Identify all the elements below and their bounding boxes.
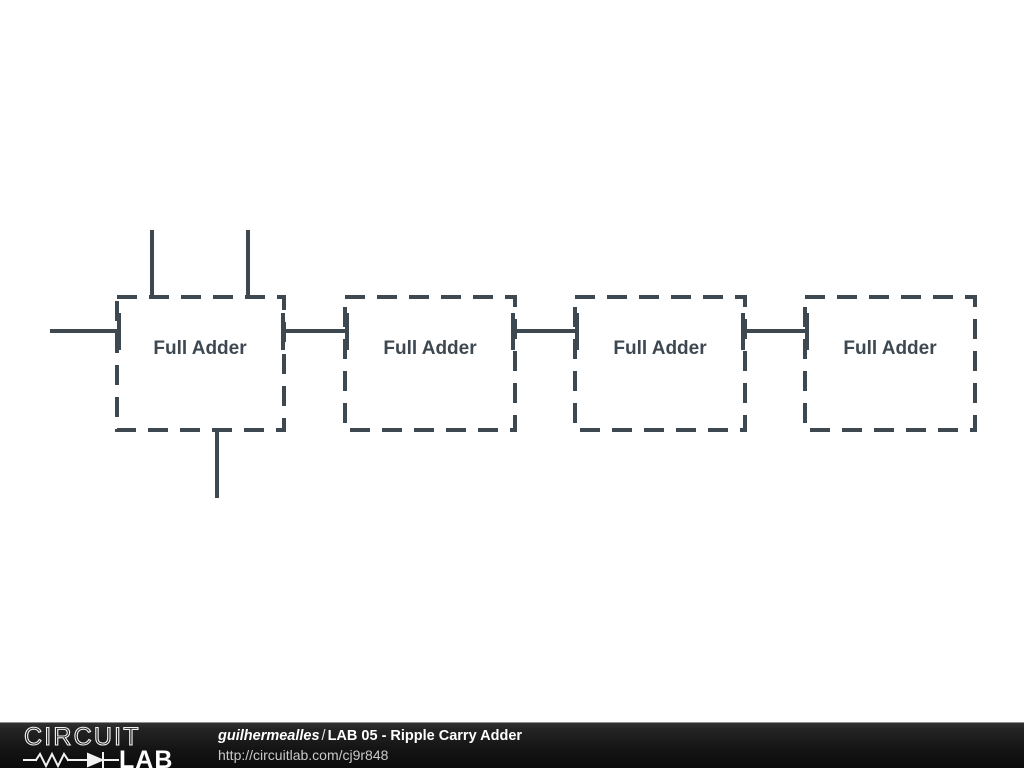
full-adder-4-label: Full Adder [843,338,937,359]
full-adder-3-outline[interactable] [573,295,747,432]
full-adder-block-3[interactable]: Full Adder [573,295,747,432]
full-adder-4-outline[interactable] [803,295,977,432]
pin-stub-group [117,230,809,498]
footer-separator: / [321,728,326,744]
footer-text-block: guilhermealles/LAB 05 - Ripple Carry Add… [218,727,998,764]
logo-word-circuit: CIRCUIT [24,725,141,751]
full-adder-block-4[interactable]: Full Adder [803,295,977,432]
full-adder-1-label: Full Adder [153,338,247,359]
footer-project-title: LAB 05 - Ripple Carry Adder [327,728,523,744]
full-adder-2-outline[interactable] [343,295,517,432]
logo-word-lab: LAB [119,746,173,768]
circuitlab-logo-svg: CIRCUIT LAB [23,725,173,768]
resistor-diode-icon [23,751,119,768]
footer-owner[interactable]: guilhermealles [218,728,320,744]
footer-bar: CIRCUIT LAB guilhermealles/ LAB [0,722,1024,768]
full-adder-3-label: Full Adder [613,338,707,359]
full-adder-block-1[interactable]: Full Adder [115,295,286,432]
schematic-drawing[interactable]: Full Adder Full Adder Full Adder Full Ad… [0,0,1024,722]
full-adder-block-2[interactable]: Full Adder [343,295,517,432]
footer-title-line: guilhermealles/LAB 05 - Ripple Carry Add… [218,727,998,746]
schematic-canvas[interactable]: Full Adder Full Adder Full Adder Full Ad… [0,0,1024,722]
circuitlab-logo[interactable]: CIRCUIT LAB [22,725,194,768]
footer-url[interactable]: http://circuitlab.com/cj9r848 [218,747,389,763]
full-adder-2-label: Full Adder [383,338,477,359]
full-adder-1-outline[interactable] [115,295,286,432]
